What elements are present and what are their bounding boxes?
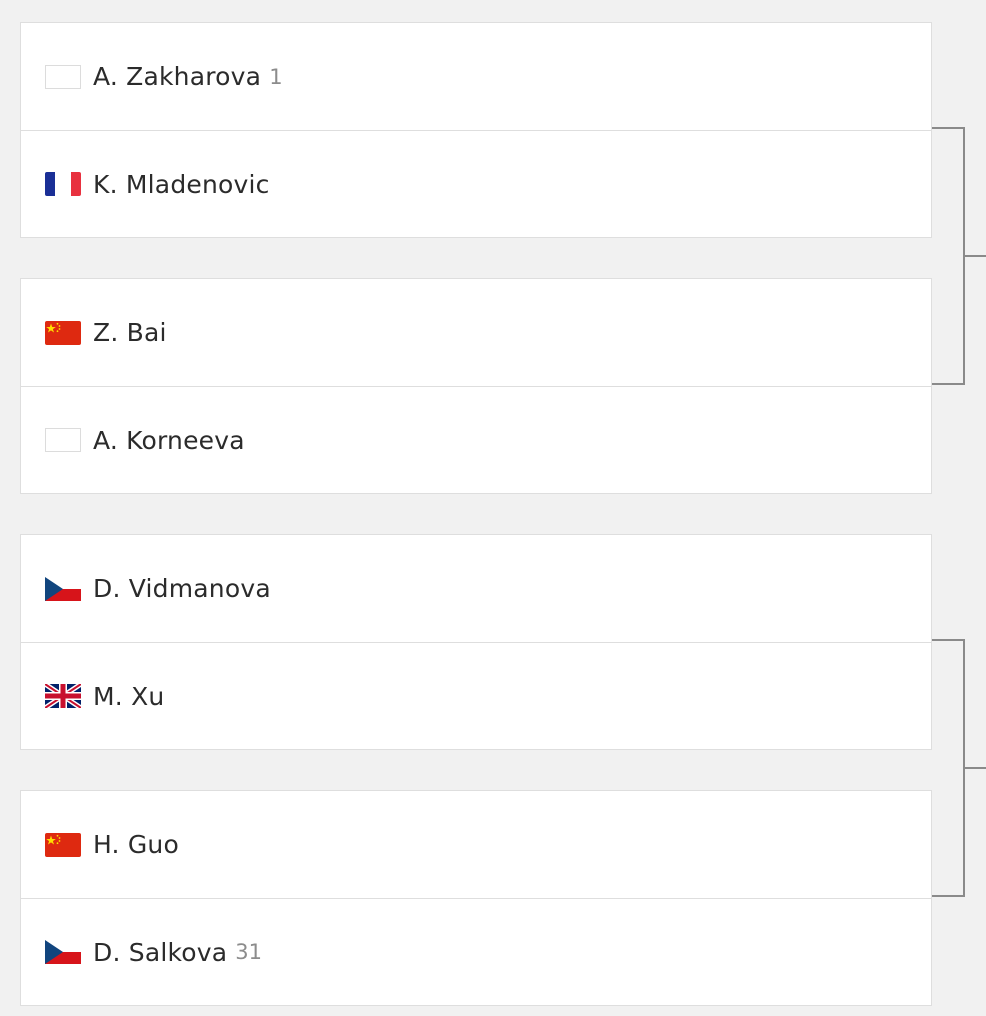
match-card: A. Zakharova 1 K. Mladenovic	[20, 22, 932, 238]
player-name: Z. Bai	[93, 318, 167, 347]
player-row[interactable]: M. Xu	[21, 642, 931, 749]
player-seed: 31	[235, 940, 263, 964]
player-row[interactable]: A. Zakharova 1	[21, 23, 931, 130]
bracket-connector	[932, 127, 965, 385]
blank-flag-icon	[45, 64, 81, 89]
czech-flag-icon	[45, 940, 81, 964]
china-flag-icon	[45, 320, 81, 345]
match-card: D. Vidmanova M. Xu	[20, 534, 932, 750]
china-flag-icon	[45, 832, 81, 857]
blank-flag-icon	[45, 428, 81, 452]
player-name: A. Korneeva	[93, 425, 245, 455]
czech-flag-icon	[45, 576, 81, 601]
player-row[interactable]: Z. Bai	[21, 279, 931, 386]
player-row[interactable]: A. Korneeva	[21, 386, 931, 493]
player-row[interactable]: K. Mladenovic	[21, 130, 931, 237]
bracket-connector-tail	[963, 767, 986, 769]
uk-flag-icon	[45, 684, 81, 708]
player-row[interactable]: D. Salkova 31	[21, 898, 931, 1005]
france-flag-icon	[45, 172, 81, 196]
player-seed: 1	[269, 64, 283, 89]
player-name: H. Guo	[93, 830, 179, 859]
player-name: M. Xu	[93, 681, 165, 711]
bracket-connector-tail	[963, 255, 986, 257]
player-row[interactable]: H. Guo	[21, 791, 931, 898]
bracket-connector	[932, 639, 965, 897]
player-name: A. Zakharova	[93, 62, 262, 91]
player-name: K. Mladenovic	[93, 169, 270, 199]
match-card: Z. Bai A. Korneeva	[20, 278, 932, 494]
player-row[interactable]: D. Vidmanova	[21, 535, 931, 642]
player-name: D. Vidmanova	[93, 574, 271, 603]
match-card: H. Guo D. Salkova 31	[20, 790, 932, 1006]
player-name: D. Salkova	[93, 937, 228, 967]
